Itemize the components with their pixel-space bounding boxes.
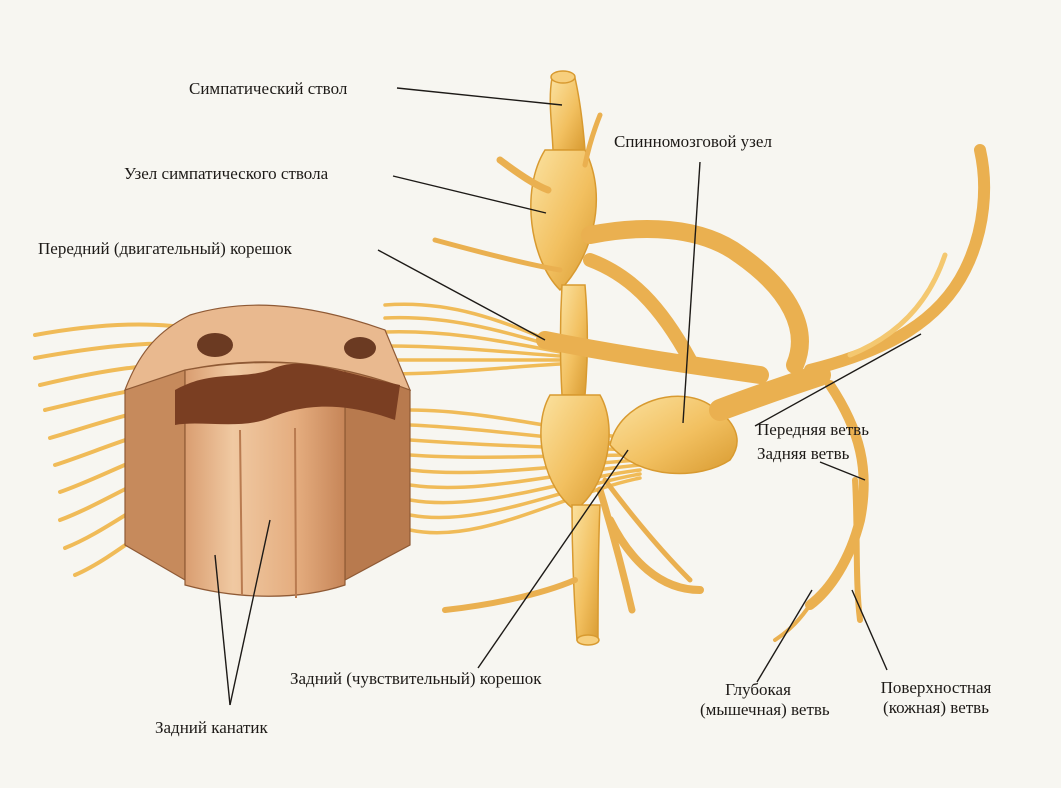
- anterior-root-trunk: [536, 331, 769, 384]
- label-spinal-ganglion: Спинномозговой узел: [614, 132, 772, 151]
- communicating-branches: [432, 112, 809, 614]
- anterior-branch-shape: [804, 144, 991, 376]
- label-posterior-root: Задний (чувствительный) корешок: [290, 669, 542, 688]
- label-superficial-branch-line1: Поверхностная: [880, 678, 992, 697]
- label-sympathetic-ganglion: Узел симпатического ствола: [124, 164, 329, 183]
- label-posterior-funiculus: Задний канатик: [155, 718, 268, 737]
- spinal-ganglion-shape: [609, 395, 738, 475]
- label-anterior-branch: Передняя ветвь: [757, 420, 869, 439]
- label-deep-branch-line1: Глубокая: [725, 680, 791, 699]
- label-superficial-branch-line2: (кожная) ветвь: [883, 698, 989, 717]
- upper-rootlets: [383, 302, 562, 376]
- spinal-nerve-trunk: [709, 364, 831, 421]
- leader-lines: [214, 87, 922, 706]
- label-deep-branch-line2: (мышечная) ветвь: [700, 700, 830, 719]
- label-sympathetic-trunk: Симпатический ствол: [189, 79, 348, 98]
- label-posterior-branch: Задняя ветвь: [757, 444, 850, 463]
- spinal-cord-segment: [123, 304, 412, 599]
- posterior-branch-shape: [805, 380, 869, 610]
- label-anterior-root: Передний (двигательный) корешок: [38, 239, 292, 258]
- lower-rootlets: [408, 408, 642, 535]
- label-superficial-branch: Поверхностная (кожная) ветвь: [862, 678, 1010, 718]
- label-deep-branch: Глубокая (мышечная) ветвь: [700, 680, 830, 720]
